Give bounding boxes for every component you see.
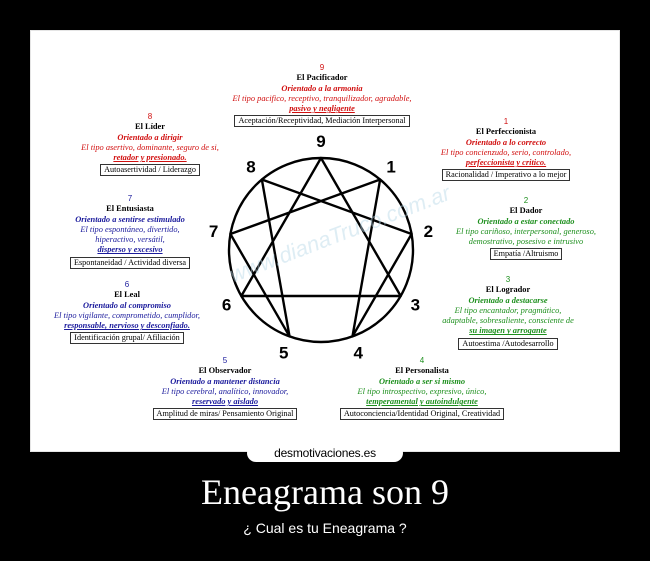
type-traits-box: Identificación grupal/ Afiliación — [70, 332, 184, 345]
type-orientation: Orientado a estar conectado — [477, 216, 575, 226]
type-number: 1 — [503, 117, 509, 126]
type-description: retador y presionado. — [113, 153, 187, 163]
point-label-5: 5 — [279, 343, 288, 362]
type-number: 2 — [523, 196, 529, 205]
type-orientation: Orientado al compromiso — [83, 300, 171, 310]
point-label-2: 2 — [424, 222, 433, 241]
hexad-figure — [229, 178, 413, 338]
site-logo: desmotivaciones.es — [247, 444, 403, 462]
type-description: temperamental y autoindulgente — [366, 397, 478, 407]
type-description: pasivo y negligente — [289, 104, 355, 114]
type-description: El tipo espontáneo, divertido, — [80, 224, 180, 234]
type-description: El tipo asertivo, dominante, seguro de s… — [81, 142, 219, 152]
type-description: disperso y excesivo — [97, 245, 163, 255]
point-label-3: 3 — [411, 296, 420, 315]
type-traits-box: Autoestima /Autodesarrollo — [458, 337, 558, 350]
type-description: El tipo introspectivo, expresivo, único, — [357, 386, 487, 396]
type-8-block: 8 El Líder Orientado a dirigir El tipo a… — [60, 112, 240, 177]
type-name: El Líder — [134, 122, 165, 132]
type-name: El Personalista — [395, 366, 449, 376]
point-label-1: 1 — [386, 158, 395, 177]
type-orientation: Orientado a sentirse estimulado — [75, 214, 185, 224]
type-description: El tipo encantador, pragmático, — [454, 305, 562, 315]
page-title: Eneagrama son 9 — [201, 472, 449, 512]
type-description: adaptable, sobresaliente, consciente de — [442, 316, 574, 326]
type-7-block: 7 El Entusiasta Orientado a sentirse est… — [46, 194, 214, 269]
type-traits-box: Empatía /Altruismo — [489, 248, 563, 261]
type-number: 9 — [319, 63, 325, 72]
type-orientation: Orientado a lo correcto — [465, 137, 547, 147]
type-description: El tipo pacifico, receptivo, tranquiliza… — [232, 93, 412, 103]
type-name: El Dador — [509, 206, 543, 216]
type-number: 5 — [222, 356, 228, 365]
type-orientation: Orientado a mantener distancia — [170, 376, 280, 386]
type-number: 6 — [124, 280, 130, 289]
type-traits-box: Espontaneidad / Actividad diversa — [69, 256, 191, 269]
point-label-6: 6 — [222, 296, 231, 315]
inner-triangle — [240, 156, 402, 298]
type-traits-box: Racionalidad / Imperativo a lo mejor — [441, 169, 571, 182]
enneagram-diagram: 9 1 2 3 4 5 6 7 8 — [209, 132, 433, 362]
type-number: 3 — [505, 275, 511, 284]
type-1-block: 1 El Perfeccionista Orientado a lo corre… — [416, 117, 596, 182]
type-traits-box: Amplitud de miras/ Pensamiento Original — [152, 408, 298, 421]
type-2-block: 2 El Dador Orientado a estar conectado E… — [436, 196, 616, 261]
type-name: El Leal — [114, 290, 140, 300]
type-description: perfeccionista y critico. — [465, 158, 547, 168]
type-traits-box: Aceptación/Receptividad, Mediación Inter… — [234, 115, 410, 128]
type-name: El Observador — [198, 366, 252, 376]
type-3-block: 3 El Logrador Orientado a destacarse El … — [418, 275, 598, 350]
point-label-4: 4 — [354, 343, 364, 362]
point-label-7: 7 — [209, 222, 218, 241]
type-orientation: Orientado a dirigir — [117, 132, 183, 142]
type-name: El Entusiasta — [106, 204, 154, 214]
type-description: demostrativo, posesivo e intrusivo — [468, 237, 584, 247]
point-label-9: 9 — [316, 132, 325, 151]
type-description: su imagen y arrogante — [469, 326, 547, 336]
type-9-block: 9 El Pacificador Orientado a la armonia … — [206, 63, 438, 128]
type-description: El tipo cariñoso, interpersonal, generos… — [456, 226, 596, 236]
type-name: El Perfeccionista — [475, 127, 537, 137]
type-number: 8 — [147, 112, 153, 121]
point-label-8: 8 — [246, 158, 255, 177]
type-description: El tipo vigilante, comprometido, cumplid… — [53, 310, 200, 320]
type-traits-box: Autoasertividad / Liderazgo — [100, 164, 200, 177]
type-traits-box: Autoconciencia/Identidad Original, Creat… — [339, 408, 505, 421]
type-description: El tipo concienzudo, serio, controlado, — [440, 147, 572, 157]
type-number: 4 — [419, 356, 425, 365]
page-subtitle: ¿ Cual es tu Eneagrama ? — [243, 520, 407, 536]
type-5-block: 5 El Observador Orientado a mantener dis… — [130, 356, 320, 421]
type-name: El Logrador — [485, 285, 531, 295]
type-orientation: Orientado a destacarse — [468, 295, 548, 305]
type-description: responsable, nervioso y desconfiado. — [64, 321, 190, 331]
type-4-block: 4 El Personalista Orientado a ser si mis… — [320, 356, 524, 421]
type-number: 7 — [127, 194, 133, 203]
type-description: hiperactivo, versátil, — [95, 235, 165, 245]
type-orientation: Orientado a ser si mismo — [378, 376, 466, 386]
type-orientation: Orientado a la armonia — [281, 83, 363, 93]
type-name: El Pacificador — [296, 73, 348, 83]
type-6-block: 6 El Leal Orientado al compromiso El tip… — [38, 280, 216, 345]
type-description: El tipo cerebral, analítico, innovador, — [161, 386, 289, 396]
type-description: reservado y aislado — [191, 397, 259, 407]
